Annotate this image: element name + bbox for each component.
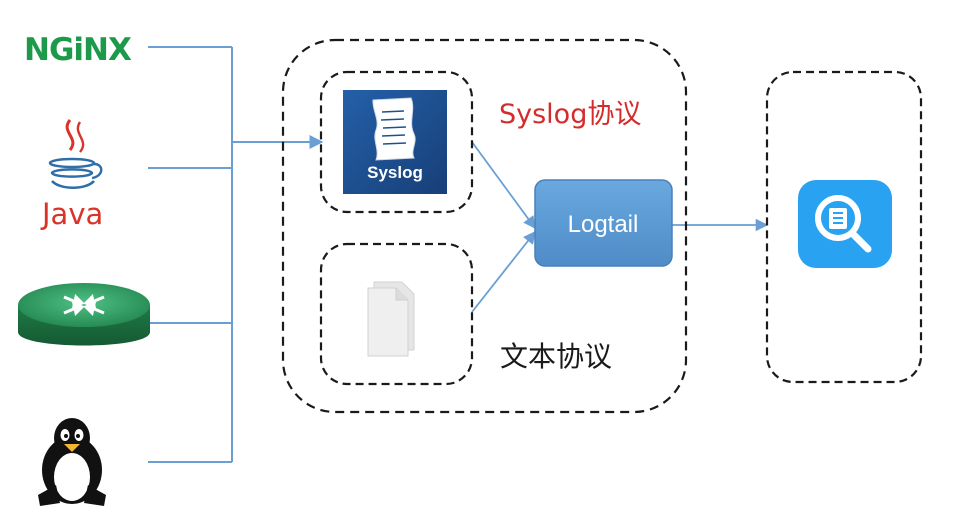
syslog-protocol-label: Syslog协议 — [499, 99, 641, 130]
logtail-label: Logtail — [568, 211, 639, 238]
logtail-node: Logtail — [534, 179, 673, 267]
java-label: Java — [40, 197, 103, 231]
text-container — [319, 242, 474, 386]
syslog-icon: Syslog — [343, 90, 447, 194]
syslog-to-logtail-arrow — [471, 141, 536, 230]
log-search-icon — [798, 180, 892, 268]
java-logo: Java — [40, 119, 103, 231]
file-stack-icon — [367, 281, 415, 357]
nginx-label: NGiNX — [24, 32, 132, 68]
nginx-logo: NGiNX — [24, 32, 133, 68]
router-icon — [18, 283, 150, 346]
collector-connectors — [471, 141, 769, 313]
scroll-icon — [372, 97, 416, 161]
text-to-logtail-arrow — [471, 231, 536, 313]
source-connectors — [148, 46, 324, 463]
linux-tux-icon — [38, 418, 106, 506]
syslog-icon-label: Syslog — [367, 163, 423, 182]
collector-container — [281, 38, 688, 414]
syslog-container — [319, 70, 474, 214]
java-cup-icon — [48, 119, 103, 190]
text-protocol-label: 文本协议 — [500, 340, 612, 373]
